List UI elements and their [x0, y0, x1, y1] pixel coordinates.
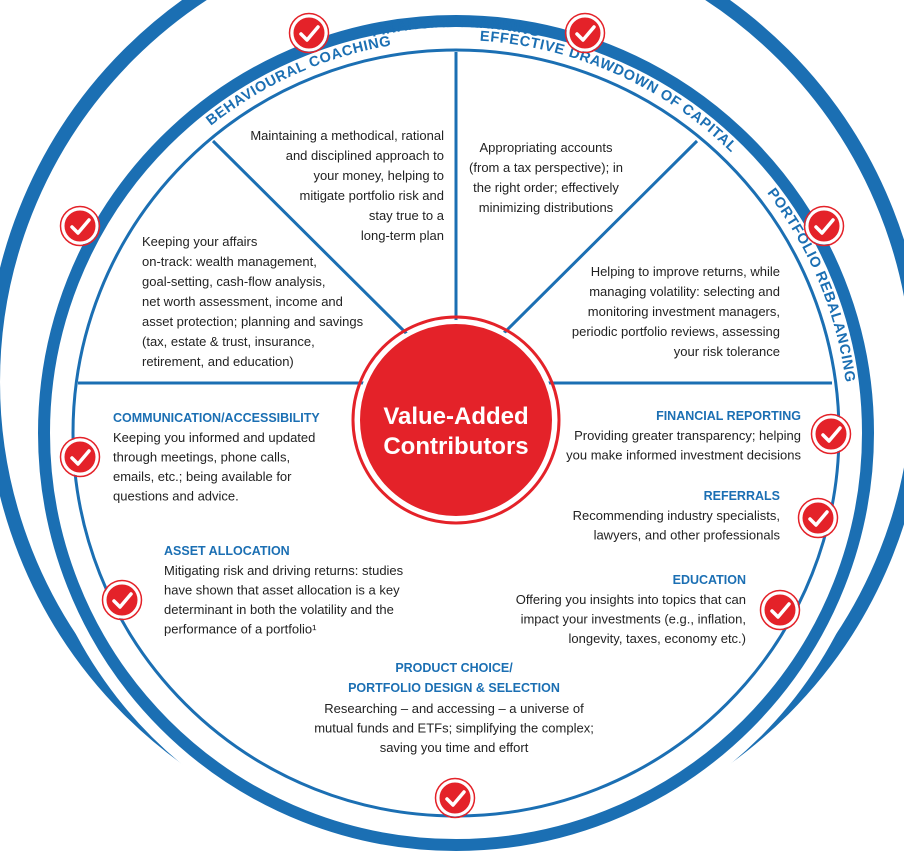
- check-badge-financial-planning: [59, 205, 101, 247]
- right-diagonal-divider: [498, 139, 699, 339]
- behavioural-coaching-text-line: mitigate portfolio risk and: [299, 188, 444, 203]
- asset-allocation-title: ASSET ALLOCATION: [164, 544, 290, 558]
- financial-planning-text-line: asset protection; planning and savings: [142, 314, 364, 329]
- check-icon: [821, 426, 842, 443]
- effective-drawdown-text-line: Appropriating accounts: [480, 140, 613, 155]
- check-icon: [70, 449, 91, 466]
- effective-drawdown-text-line: the right order; effectively: [473, 180, 619, 195]
- asset-allocation-text-line: determinant in both the volatility and t…: [164, 602, 394, 617]
- referrals-text-line: lawyers, and other professionals: [594, 528, 781, 543]
- financial-planning-text-line: (tax, estate & trust, insurance,: [142, 334, 315, 349]
- check-icon: [808, 510, 829, 527]
- education-text-line: Offering you insights into topics that c…: [516, 592, 746, 607]
- referrals-title: REFERRALS: [704, 489, 780, 503]
- check-badge-financial-reporting: [810, 413, 852, 455]
- asset-allocation-text-line: performance of a portfolio¹: [164, 622, 317, 637]
- product-choice-text-line: mutual funds and ETFs; simplifying the c…: [314, 721, 594, 736]
- check-badge-behavioural: [288, 12, 330, 54]
- behavioural-coaching-text-line: long-term plan: [361, 228, 444, 243]
- referrals-text-line: Recommending industry specialists,: [573, 508, 780, 523]
- left-diagonal-divider: [211, 139, 412, 339]
- asset-allocation-text-line: Mitigating risk and driving returns: stu…: [164, 563, 404, 578]
- portfolio-rebalancing-text-line: Helping to improve returns, while: [591, 264, 780, 279]
- check-badge-asset-allocation: [101, 579, 143, 621]
- financial-planning-text-line: net worth assessment, income and: [142, 294, 343, 309]
- check-badge-rebalancing: [803, 205, 845, 247]
- check-badge-education: [759, 589, 801, 631]
- behavioural-coaching-text-line: and disciplined approach to: [286, 148, 444, 163]
- portfolio-rebalancing-text-line: your risk tolerance: [674, 344, 780, 359]
- check-icon: [70, 218, 91, 235]
- portfolio-rebalancing-text-line: managing volatility: selecting and: [589, 284, 780, 299]
- center-title-line2: Contributors: [383, 433, 528, 460]
- education-text-line: impact your investments (e.g., inflation…: [521, 612, 746, 627]
- outer-blue-ring: [38, 15, 874, 851]
- financial-reporting-text-line: Providing greater transparency; helping: [574, 428, 801, 443]
- check-badge-referrals: [797, 497, 839, 539]
- check-icon: [814, 218, 835, 235]
- behavioural-coaching-text-line: Maintaining a methodical, rational: [250, 128, 444, 143]
- product-choice-text-line: Researching – and accessing – a universe…: [324, 701, 584, 716]
- check-icon: [770, 602, 791, 619]
- communication-text-line: through meetings, phone calls,: [113, 450, 290, 465]
- effective-drawdown-text-line: (from a tax perspective); in: [469, 160, 623, 175]
- communication-text-line: questions and advice.: [113, 489, 239, 504]
- check-icon: [112, 592, 133, 609]
- financial-reporting-title: FINANCIAL REPORTING: [656, 409, 801, 423]
- center-circle: [356, 320, 556, 520]
- center-title-line1: Value-Added: [383, 403, 528, 430]
- financial-planning-text-line: retirement, and education): [142, 354, 294, 369]
- communication-text-line: Keeping you informed and updated: [113, 430, 315, 445]
- effective-drawdown-text-line: minimizing distributions: [479, 200, 614, 215]
- check-icon: [299, 25, 320, 42]
- communication-title: COMMUNICATION/ACCESSIBILITY: [113, 411, 320, 425]
- portfolio-rebalancing-text-line: periodic portfolio reviews, assessing: [572, 324, 780, 339]
- product-choice-title-2: PORTFOLIO DESIGN & SELECTION: [348, 681, 560, 695]
- product-choice-text-line: saving you time and effort: [380, 740, 529, 755]
- asset-allocation-text-line: have shown that asset allocation is a ke…: [164, 583, 400, 598]
- check-icon: [445, 790, 466, 807]
- education-title: EDUCATION: [673, 573, 746, 587]
- check-badge-communication: [59, 436, 101, 478]
- communication-text-line: emails, etc.; being available for: [113, 469, 292, 484]
- financial-planning-text-line: goal-setting, cash-flow analysis,: [142, 274, 326, 289]
- behavioural-coaching-text-line: your money, helping to: [313, 168, 444, 183]
- financial-planning-text-line: on-track: wealth management,: [142, 254, 317, 269]
- portfolio-rebalancing-text-line: monitoring investment managers,: [588, 304, 780, 319]
- center-circle-outline: [351, 315, 561, 525]
- financial-planning-text-line: Keeping your affairs: [142, 234, 258, 249]
- check-badge-product-choice: [434, 777, 476, 819]
- product-choice-title-1: PRODUCT CHOICE/: [395, 661, 513, 675]
- check-badge-drawdown: [564, 12, 606, 54]
- behavioural-coaching-text-line: stay true to a: [369, 208, 445, 223]
- education-text-line: longevity, taxes, economy etc.): [568, 631, 746, 646]
- financial-reporting-text-line: you make informed investment decisions: [566, 448, 801, 463]
- check-icon: [575, 25, 596, 42]
